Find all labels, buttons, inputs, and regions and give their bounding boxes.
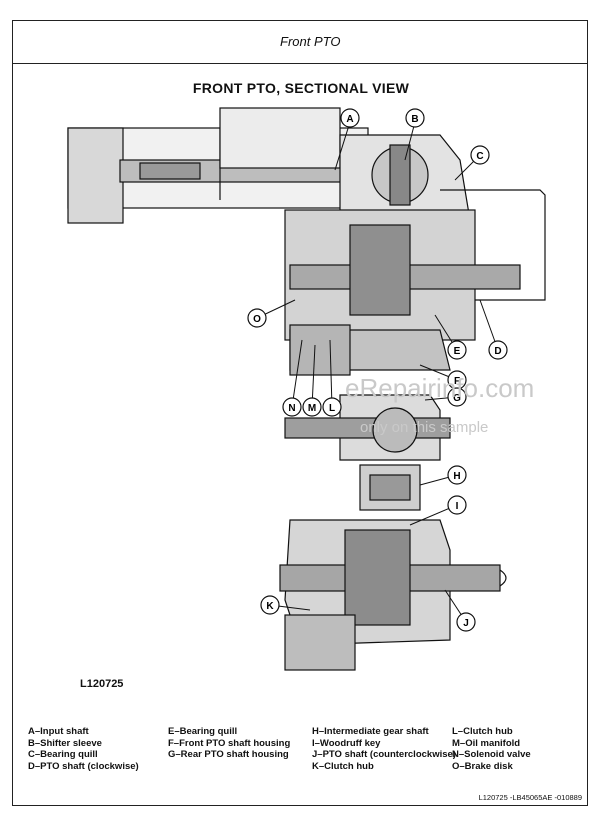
page-header-title: Front PTO [280,34,341,49]
legend-item: B–Shifter sleeve [28,737,102,749]
legend-item: K–Clutch hub [312,760,374,772]
figure-id-label: L120725 [80,678,124,690]
callout-n: N [288,403,295,414]
legend-item: G–Rear PTO shaft housing [168,749,289,760]
callout-j: J [463,618,469,629]
legend-item: F–Front PTO shaft housing [168,737,291,749]
callout-i: I [456,501,459,512]
legend-item: J–PTO shaft (counterclockwise) [312,749,456,760]
legend-item: N–Solenoid valve [452,749,531,760]
legend-column-1: A–Input shaft B–Shifter sleeve C–Bearing… [28,726,139,772]
legend-item: A–Input shaft [28,726,89,737]
legend-item: I–Woodruff key [312,737,381,749]
watermark-site: eRepairinfo.com [345,373,535,403]
pto-sectional-diagram: A B C D E F G H I J K L M N O [67,107,546,671]
figure-title: FRONT PTO, SECTIONAL VIEW [192,80,410,96]
header-rule [12,63,588,64]
legend-column-4: L–Clutch hub M–Oil manifold N–Solenoid v… [452,726,531,772]
footer-code: L120725 -LB45065AE -010889 [478,793,582,802]
callout-g: G [453,393,461,404]
legend-column-3: H–Intermediate gear shaft I–Woodruff key… [312,726,456,772]
callout-l: L [329,403,335,414]
legend-item: D–PTO shaft (clockwise) [28,760,139,772]
callout-a: A [346,114,353,125]
callout-h: H [453,471,460,482]
legend-item: M–Oil manifold [452,737,521,749]
callout-e: E [454,346,461,357]
callout-o: O [253,314,261,325]
callout-d: D [494,346,501,357]
watermark-note: only on this sample [360,419,489,436]
callout-m: M [308,403,316,414]
callout-f: F [454,376,460,387]
legend-item: H–Intermediate gear shaft [312,726,429,737]
legend-item: O–Brake disk [452,760,513,772]
callout-k: K [266,601,274,612]
callout-b: B [411,114,418,125]
legend-column-2: E–Bearing quill F–Front PTO shaft housin… [168,726,290,761]
legend-item: E–Bearing quill [168,726,238,737]
legend-item: C–Bearing quill [28,749,98,760]
callout-c: C [476,151,483,162]
legend-item: L–Clutch hub [452,726,513,737]
page-frame [12,20,588,806]
